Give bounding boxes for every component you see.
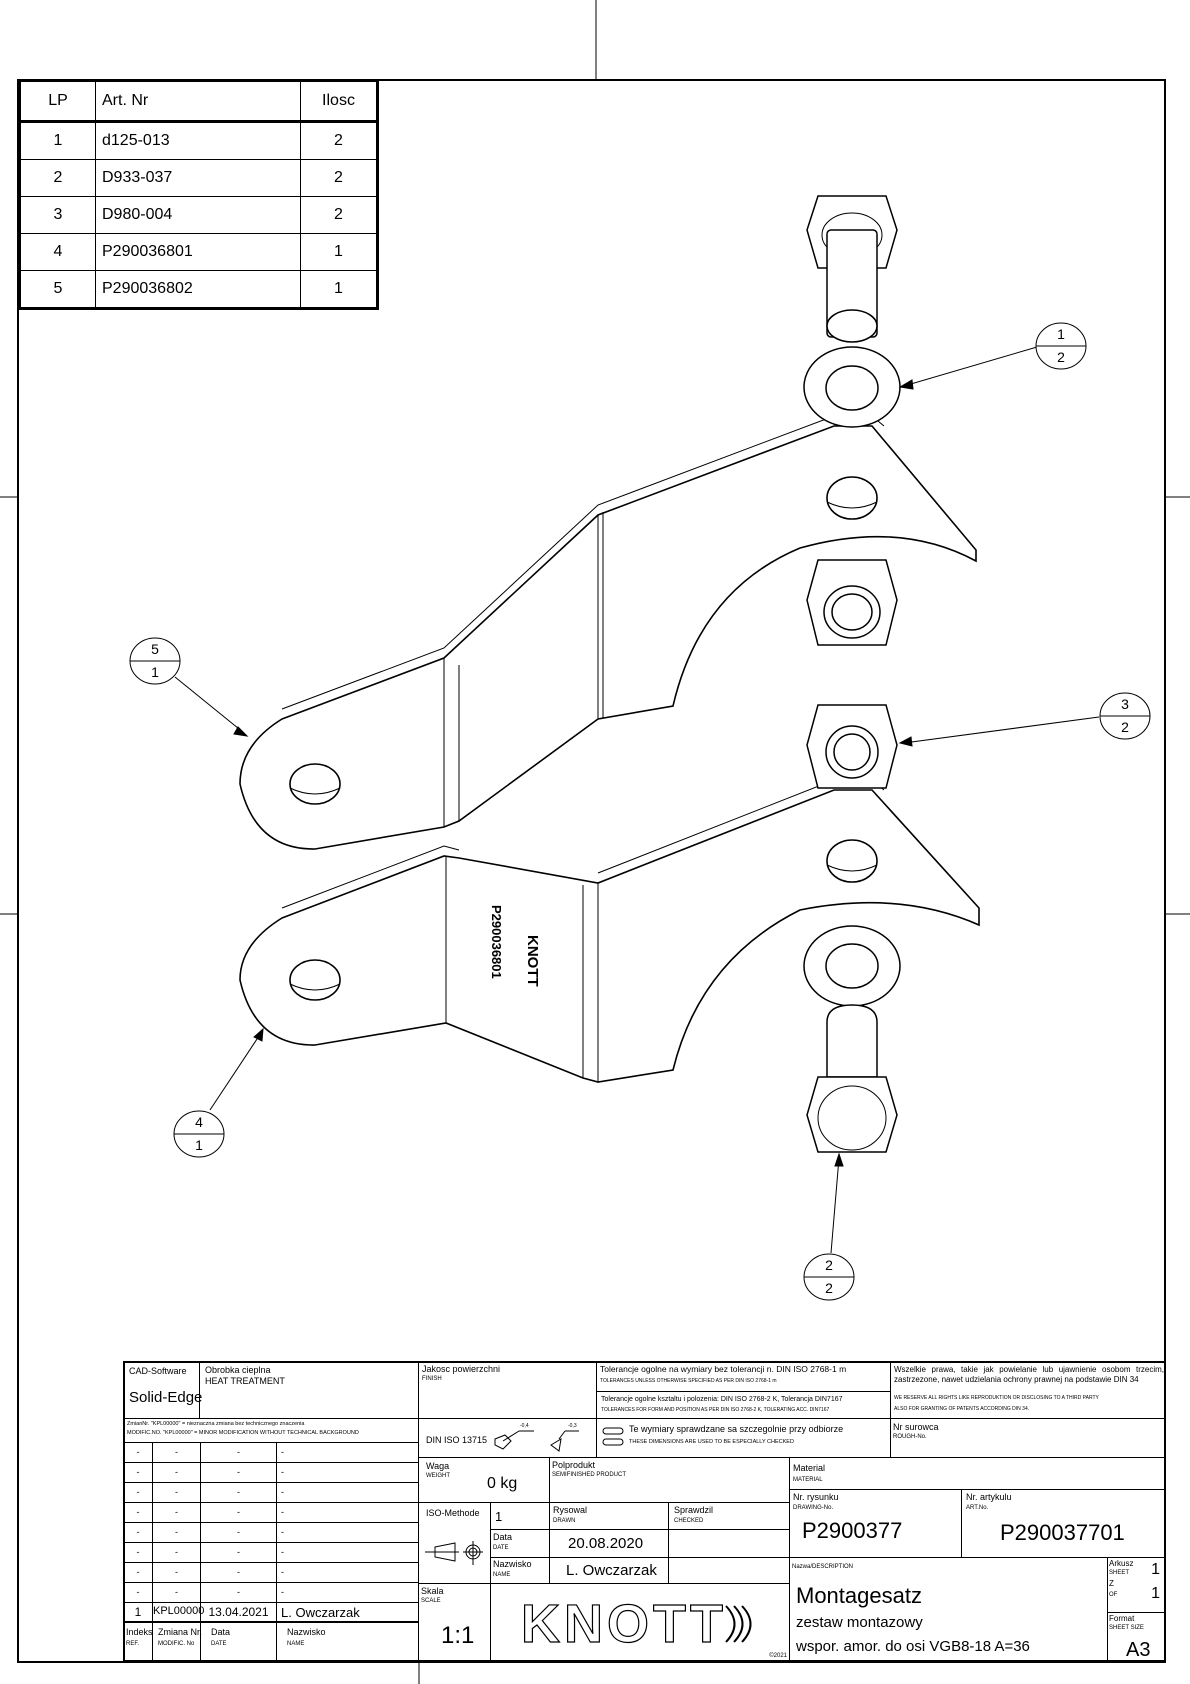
balloon-item-2: 2 2 (803, 1253, 855, 1301)
balloon-item-5: 5 1 (129, 637, 181, 685)
part-marking-number: P290036801 (489, 905, 504, 979)
art-cell: P290036801 (95, 233, 301, 271)
balloon-quantity: 2 (1057, 349, 1065, 365)
balloon-quantity: 1 (195, 1137, 203, 1153)
balloon-item-3: 3 2 (1099, 692, 1151, 740)
washer-top (803, 346, 901, 428)
lp-cell: 2 (19, 159, 96, 197)
washer-lower (803, 925, 901, 1007)
nut-upper (806, 559, 898, 646)
balloon-item-number: 3 (1121, 696, 1129, 712)
lp-cell: 5 (19, 270, 96, 309)
balloon-item-number: 4 (195, 1114, 203, 1130)
qty-cell: 2 (300, 121, 378, 160)
balloon-item-number: 5 (151, 641, 159, 657)
qty-cell: 2 (300, 159, 378, 197)
art-cell: d125-013 (95, 121, 301, 160)
art-cell: D933-037 (95, 159, 301, 197)
qty-cell: 1 (300, 270, 378, 309)
lp-cell: 1 (19, 121, 96, 160)
balloon-item-1: 1 2 (1035, 322, 1087, 370)
balloon-item-4: 4 1 (173, 1110, 225, 1158)
header-art-nr: Art. Nr (95, 80, 301, 123)
qty-cell: 2 (300, 196, 378, 234)
bracket-lower: KNOTT P290036801 (239, 779, 980, 1083)
art-cell: D980-004 (95, 196, 301, 234)
leader-lines (174, 346, 1100, 1254)
balloon-quantity: 1 (151, 664, 159, 680)
bolt-top (806, 195, 898, 343)
balloon-quantity: 2 (825, 1280, 833, 1296)
parts-list-header: LP Art. Nr Ilosc (19, 80, 378, 123)
balloon-quantity: 2 (1121, 719, 1129, 735)
lp-cell: 3 (19, 196, 96, 234)
balloon-item-number: 2 (825, 1257, 833, 1273)
lp-cell: 4 (19, 233, 96, 271)
balloon-item-number: 1 (1057, 326, 1065, 342)
nut-middle (806, 704, 898, 789)
art-cell: P290036802 (95, 270, 301, 309)
drawing-frame (17, 79, 1166, 1663)
bolt-lower (806, 1004, 898, 1153)
qty-cell: 1 (300, 233, 378, 271)
header-lp: LP (19, 80, 96, 123)
header-qty: Ilosc (300, 80, 378, 123)
part-marking-logo: KNOTT (524, 935, 541, 987)
